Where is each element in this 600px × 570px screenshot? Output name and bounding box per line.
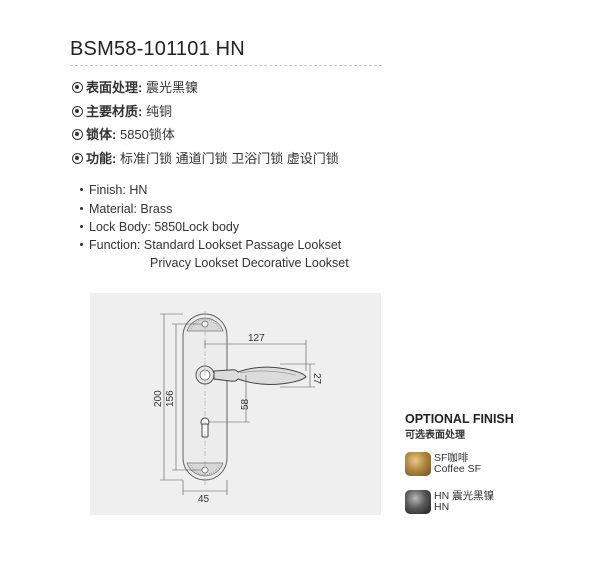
spec-cn-value: 标准门锁 通道门锁 卫浴门锁 虚设门锁 — [119, 151, 339, 166]
technical-drawing: 127 27 58 200 156 45 — [90, 293, 381, 515]
lock-body-icon — [72, 129, 83, 140]
spec-en-value: HN — [129, 183, 148, 197]
spec-cn-label: 锁体: — [86, 127, 117, 142]
spec-en-value: 5850Lock body — [154, 220, 240, 234]
finish-swatch-hn[interactable] — [405, 490, 431, 514]
spec-cn-finish: 表面处理: 震光黑镍 — [72, 77, 198, 96]
spec-cn-value: 纯铜 — [145, 104, 172, 119]
spec-cn-value: 5850锁体 — [119, 127, 175, 142]
spec-en-finish: Finish: HN — [80, 183, 147, 197]
bullet-icon — [80, 207, 83, 210]
finish-code-cn: HN 震光黑镍 — [434, 490, 495, 502]
spec-en-label: Lock Body: — [89, 220, 151, 234]
function-icon — [72, 153, 83, 164]
dim-200-label: 200 — [153, 390, 164, 407]
material-icon — [72, 106, 83, 117]
bullet-icon — [80, 225, 83, 228]
spec-en-label: Finish: — [89, 183, 126, 197]
dim-27-label: 27 — [311, 373, 322, 385]
spec-cn-material: 主要材质: 纯铜 — [72, 101, 172, 120]
spec-en-label: Material: — [89, 202, 137, 216]
spec-cn-function: 功能: 标准门锁 通道门锁 卫浴门锁 虚设门锁 — [72, 148, 339, 167]
optional-finish-subtitle: 可选表面处理 — [405, 430, 465, 441]
finish-label-coffee-sf: SF咖啡 Coffee SF — [434, 453, 481, 475]
bullet-icon — [80, 188, 83, 191]
finish-icon — [72, 82, 83, 93]
dim-45-label: 45 — [198, 494, 210, 505]
spec-cn-lock-body: 锁体: 5850锁体 — [72, 124, 175, 143]
title-divider — [70, 65, 382, 66]
spec-en-function-continued: Privacy Lookset Decorative Lookset — [150, 256, 349, 270]
finish-label-hn: HN 震光黑镍 HN — [434, 491, 494, 513]
finish-name-en: HN — [434, 501, 450, 513]
spec-en-material: Material: Brass — [80, 202, 172, 216]
spec-cn-label: 主要材质: — [86, 104, 143, 119]
dim-58-label: 58 — [240, 398, 251, 410]
spec-en-lock-body: Lock Body: 5850Lock body — [80, 220, 239, 234]
dim-127-label: 127 — [248, 333, 265, 344]
spec-cn-label: 功能: — [86, 151, 117, 166]
spec-cn-label: 表面处理: — [86, 80, 143, 95]
spec-en-label: Function: — [89, 238, 141, 252]
finish-swatch-coffee-sf[interactable] — [405, 452, 431, 476]
spec-en-function: Function: Standard Lookset Passage Looks… — [80, 238, 341, 252]
product-title: BSM58-101101 HN — [70, 38, 245, 60]
spec-en-value: Standard Lookset Passage Lookset — [143, 238, 342, 252]
spec-en-value: Brass — [140, 202, 173, 216]
handle-drawing-svg: 127 27 58 200 156 45 — [153, 311, 322, 505]
optional-finish-title: OPTIONAL FINISH — [405, 412, 514, 426]
dim-156-label: 156 — [165, 390, 176, 407]
finish-name-en: Coffee SF — [434, 463, 482, 475]
bullet-icon — [80, 243, 83, 246]
lever-handle-shape — [213, 366, 307, 385]
finish-code-cn: SF咖啡 — [434, 452, 469, 464]
spec-cn-value: 震光黑镍 — [145, 80, 198, 95]
